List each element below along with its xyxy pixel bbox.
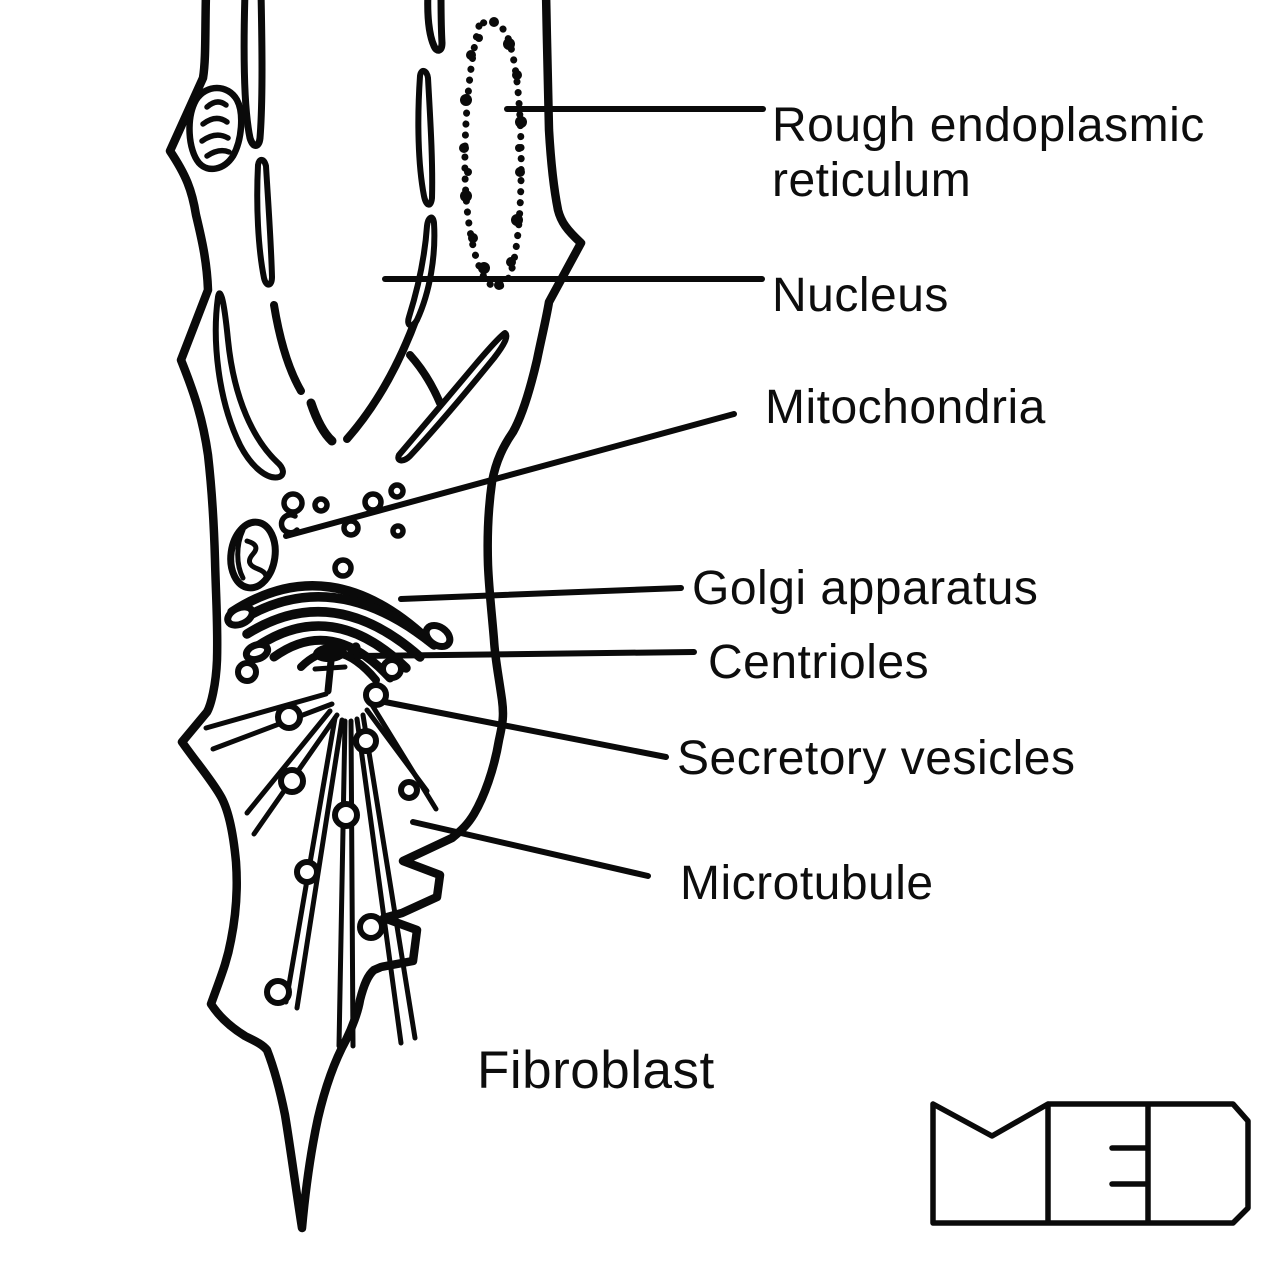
mitochondrion-lower-drawing xyxy=(227,518,279,592)
diagram-caption-fibroblast: Fibroblast xyxy=(477,1041,715,1100)
microtubules-drawing xyxy=(203,691,439,1049)
leader-golgi xyxy=(398,585,684,602)
leader-microtubule xyxy=(410,819,651,879)
rough-er-drawing xyxy=(459,17,527,290)
rer-ribosome-beads xyxy=(459,17,527,290)
label-microtubule: Microtubule xyxy=(680,857,934,910)
label-mitochondria: Mitochondria xyxy=(765,381,1046,434)
leader-lines xyxy=(283,106,766,879)
leader-centrioles xyxy=(353,649,697,659)
leader-secretory-vesicles xyxy=(382,699,669,760)
label-centrioles: Centrioles xyxy=(708,636,930,689)
label-nucleus: Nucleus xyxy=(772,269,949,322)
nucleus-envelope xyxy=(212,0,510,481)
secretory-vesicles-drawing xyxy=(235,657,420,1006)
mitochondrion-upper-drawing xyxy=(186,84,245,173)
label-rough-endoplasmic-reticulum: Rough endoplasmic reticulum xyxy=(772,99,1205,207)
med-logo xyxy=(930,1101,1251,1226)
cell-membrane-outline xyxy=(165,0,586,1233)
leader-mitochondria xyxy=(283,411,737,539)
label-secretory-vesicles: Secretory vesicles xyxy=(677,732,1076,785)
centrioles-drawing xyxy=(312,642,361,695)
label-golgi-apparatus: Golgi apparatus xyxy=(692,562,1039,615)
